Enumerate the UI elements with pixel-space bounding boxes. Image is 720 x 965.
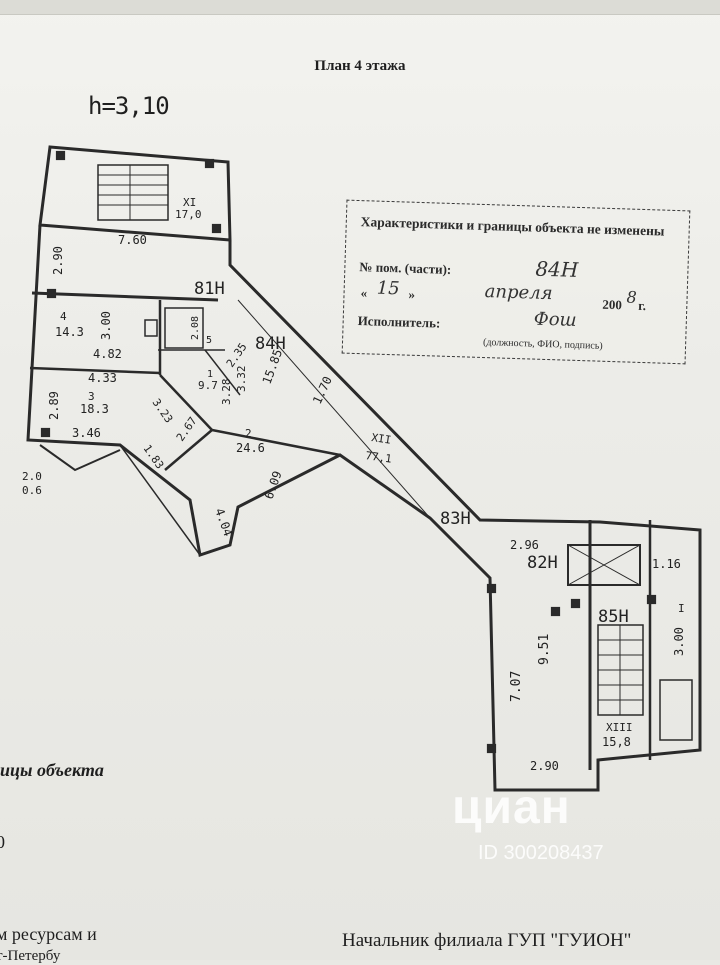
stamp-heading: Характеристики и границы объекта не изме… [360, 214, 665, 239]
dimension-label: 0.6 [22, 484, 42, 497]
room-area: 77,1 [365, 449, 393, 466]
stamp-year-unit: г. [638, 297, 647, 314]
room-area: 17,0 [175, 208, 202, 221]
document-title: План 4 этажа [314, 58, 406, 74]
room-id: 2 [245, 427, 252, 440]
room-area: 18.3 [80, 402, 109, 416]
dimension-label: 5 [206, 335, 212, 346]
verification-stamp: Характеристики и границы объекта не изме… [341, 199, 691, 365]
dimension-label: 3.32 [235, 366, 248, 393]
stamp-signature: Фош [533, 308, 577, 331]
footer-left-fragment-1: ицы объекта [0, 760, 104, 780]
stamp-date-open: « [360, 285, 368, 301]
dimension-label: 9.51 [537, 634, 552, 665]
dimension-label: 3.00 [672, 627, 686, 656]
dimension-label: 2.90 [530, 759, 559, 773]
stamp-executor-hint: (должность, ФИО, подпись) [482, 336, 603, 352]
dimension-label: 2.08 [190, 316, 201, 340]
stamp-number-label: № пом. (части): [359, 259, 452, 277]
dimension-label: 2.90 [51, 246, 65, 275]
room-area: 15,8 [602, 735, 631, 749]
dimension-label: 3.00 [99, 311, 113, 340]
marker-label: 81H [194, 279, 225, 299]
room-id: 1 [207, 369, 213, 380]
marker-label: 84H [255, 334, 286, 354]
dimension-label: 4.04 [212, 506, 235, 538]
dimension-label: 2.67 [174, 415, 200, 444]
room-id: I [678, 602, 685, 615]
dimension-label: 6.09 [262, 469, 285, 501]
footer-left-fragment-4: т-Петербу [0, 948, 61, 964]
marker-label: 83H [440, 509, 471, 529]
watermark-id: ID 300208437 [478, 842, 604, 864]
room-id: 3 [88, 390, 95, 403]
marker-label: 85H [598, 607, 629, 627]
dimension-label: 4.33 [88, 371, 117, 385]
stamp-month: апреля [484, 281, 553, 305]
marker-label: 82H [527, 553, 558, 573]
room-id: XI [183, 196, 196, 209]
dimension-label: 2.35 [224, 341, 250, 370]
dimension-label: 1.83 [141, 442, 167, 471]
dimension-label: 2.89 [47, 391, 61, 420]
dimension-label: 1.70 [310, 374, 335, 406]
room-id: 4 [60, 310, 67, 323]
stamp-executor-label: Исполнитель: [357, 313, 441, 331]
top-edge [0, 0, 720, 15]
stamp-day: 15 [376, 277, 400, 300]
footer-left-fragment-3: м ресурсам и [0, 924, 97, 944]
stamp-number-value: 84Н [535, 256, 579, 282]
footer-left-fragment-2: 0 [0, 832, 5, 852]
dimension-label: 3.46 [72, 426, 101, 440]
room-id: XII [371, 431, 392, 447]
dimension-label: 3.28 [220, 379, 233, 406]
dimension-label: 1.16 [652, 557, 681, 571]
stamp-year-prefix: 200 [602, 296, 623, 313]
room-area: 24.6 [236, 441, 265, 455]
dimension-label: 7.07 [509, 671, 524, 702]
stamp-date-close: » [408, 286, 416, 302]
dimension-label: 7.60 [118, 233, 147, 247]
dimension-label: 2.96 [510, 538, 539, 552]
dimension-label: 2.0 [22, 470, 42, 483]
dimension-label: 3.23 [150, 396, 176, 425]
ceiling-height-label: h=3,10 [88, 92, 170, 120]
room-area: 14.3 [55, 325, 84, 339]
cian-watermark: циан ID 300208437 [452, 780, 604, 864]
room-area: 9.7 [198, 379, 218, 392]
footer-signatory: Начальник филиала ГУП "ГУИОН" [342, 930, 632, 951]
watermark-brand: циан [452, 781, 571, 834]
stamp-year-suffix: 8 [626, 287, 638, 307]
room-id: XIII [606, 721, 633, 734]
dimension-label: 4.82 [93, 347, 122, 361]
